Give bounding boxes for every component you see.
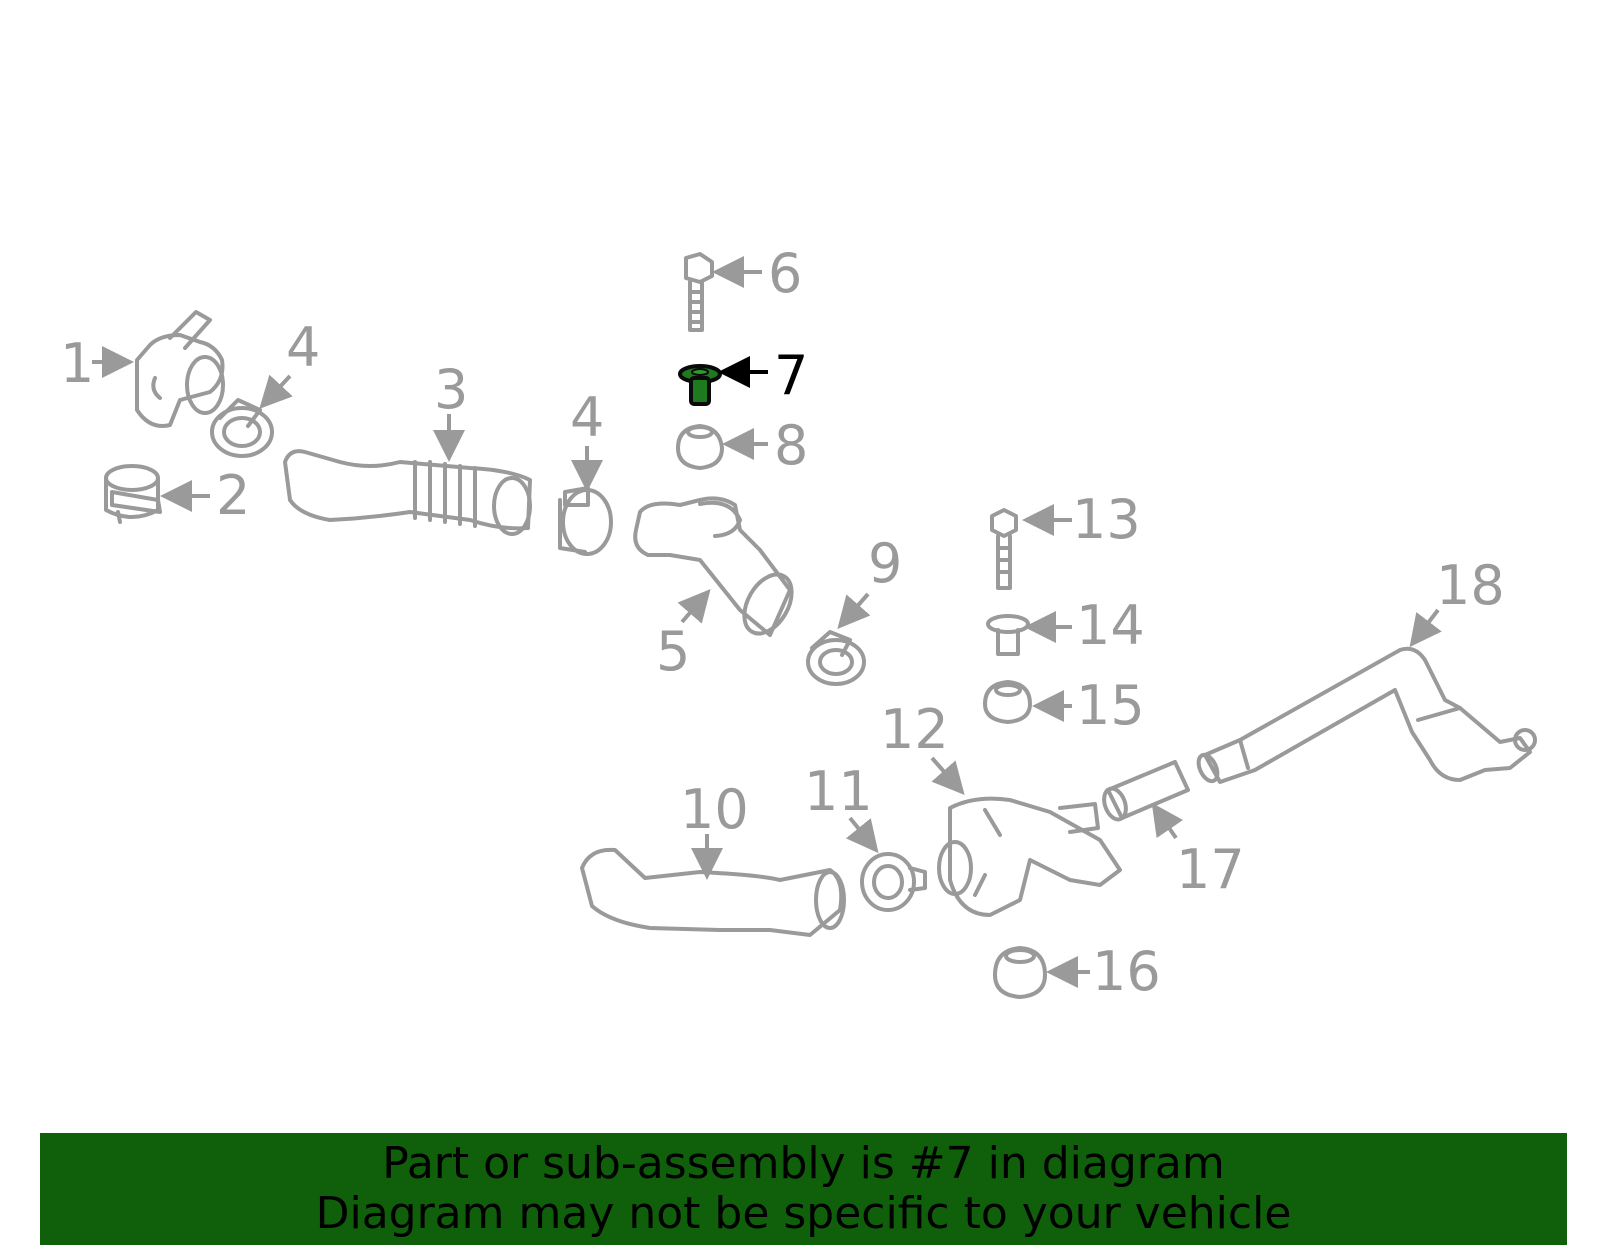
part-14-washer[interactable] xyxy=(986,614,1030,656)
part-9-clamp[interactable] xyxy=(806,630,866,686)
callout-16: 16 xyxy=(1092,940,1161,1003)
part-1-elbow-fitting[interactable] xyxy=(135,310,225,428)
part-5-pipe[interactable] xyxy=(633,496,801,641)
part-10-hose[interactable] xyxy=(580,847,846,937)
callout-2: 2 xyxy=(216,464,250,527)
callout-11: 11 xyxy=(804,760,873,823)
part-2-hose-clamp[interactable] xyxy=(104,464,162,524)
part-13-bolt[interactable] xyxy=(990,508,1018,590)
part-7-grommet-highlighted[interactable] xyxy=(678,364,722,406)
part-4-clamp-middle[interactable] xyxy=(558,486,613,556)
callout-4-middle: 4 xyxy=(570,386,604,449)
callout-15: 15 xyxy=(1076,674,1145,737)
part-3-hose[interactable] xyxy=(283,449,532,536)
info-banner: Part or sub-assembly is #7 in diagram Di… xyxy=(40,1133,1567,1245)
part-8-grommet[interactable] xyxy=(676,424,724,470)
callout-1: 1 xyxy=(60,332,94,395)
callout-7-highlighted: 7 xyxy=(774,344,808,407)
callout-numbers: 1 2 3 4 4 5 6 7 8 9 10 11 12 13 14 15 16… xyxy=(60,242,1505,1003)
callout-5: 5 xyxy=(656,620,690,683)
callout-12: 12 xyxy=(880,698,949,761)
callout-6: 6 xyxy=(768,242,802,305)
banner-line-2: Diagram may not be specific to your vehi… xyxy=(315,1188,1292,1239)
callout-8: 8 xyxy=(774,414,808,477)
callout-18: 18 xyxy=(1436,554,1505,617)
callout-4-left: 4 xyxy=(286,316,320,379)
part-6-bolt[interactable] xyxy=(684,252,714,332)
callout-10: 10 xyxy=(680,778,749,841)
part-17-hose[interactable] xyxy=(1100,760,1190,822)
part-18-pipe[interactable] xyxy=(1195,646,1537,784)
callout-17: 17 xyxy=(1176,838,1245,901)
callout-13: 13 xyxy=(1072,488,1141,551)
part-16-grommet[interactable] xyxy=(993,946,1047,999)
callout-14: 14 xyxy=(1076,594,1145,657)
part-12-thermostat-housing[interactable] xyxy=(937,796,1122,917)
callout-9: 9 xyxy=(868,532,902,595)
banner-line-1: Part or sub-assembly is #7 in diagram xyxy=(382,1138,1225,1189)
part-4-clamp-left[interactable] xyxy=(210,398,274,458)
callout-3: 3 xyxy=(434,358,468,421)
part-11-clamp[interactable] xyxy=(860,852,927,912)
part-15-grommet[interactable] xyxy=(983,680,1032,724)
leader-lines xyxy=(92,256,1442,988)
